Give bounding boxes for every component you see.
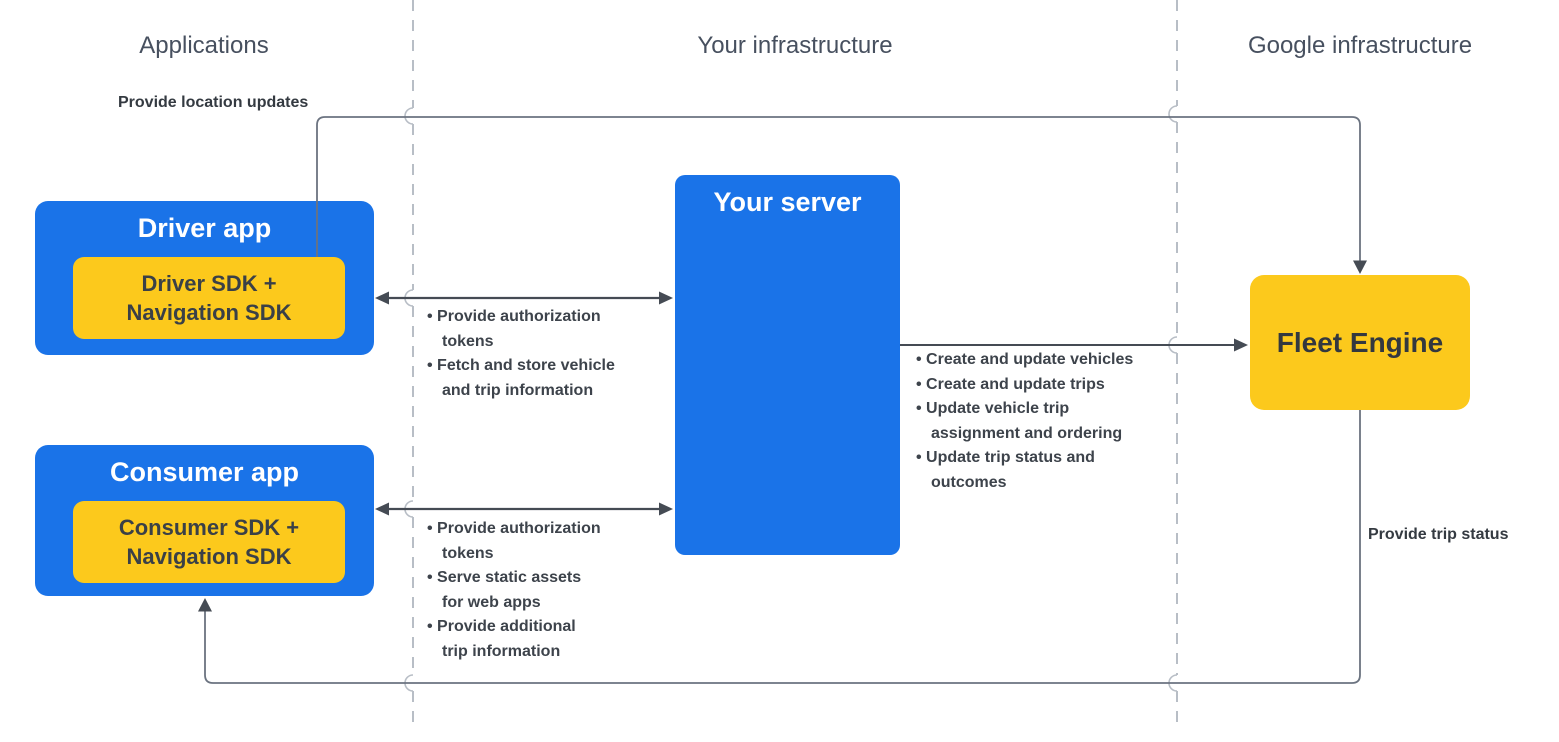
list-driver-server: Provide authorization tokens Fetch and s… xyxy=(427,305,657,403)
lane-divider-left xyxy=(404,0,414,724)
consumer-sdk-box: Consumer SDK + Navigation SDK xyxy=(73,501,345,583)
list-item: Provide authorization tokens xyxy=(427,305,657,354)
driver-app-title: Driver app xyxy=(137,213,272,243)
list-item: Provide authorization tokens xyxy=(427,517,657,566)
list-item: Fetch and store vehicle and trip informa… xyxy=(427,354,657,403)
arrow-consumer-server xyxy=(375,502,673,516)
node-consumer-app: Consumer app Consumer SDK + Navigation S… xyxy=(35,445,374,596)
node-fleet-engine: Fleet Engine xyxy=(1250,275,1470,410)
label-provide-trip-status: Provide trip status xyxy=(1368,526,1509,543)
lane-header-applications: Applications xyxy=(139,32,269,59)
consumer-app-title: Consumer app xyxy=(109,457,300,487)
arrow-driver-server xyxy=(375,291,673,305)
list-item: Update vehicle trip assignment and order… xyxy=(916,397,1181,446)
list-item: Create and update vehicles xyxy=(916,348,1181,373)
list-consumer-server: Provide authorization tokens Serve stati… xyxy=(427,517,657,664)
list-item: Serve static assets for web apps xyxy=(427,566,657,615)
list-item: Provide additional trip information xyxy=(427,615,657,664)
lane-header-google-infrastructure: Google infrastructure xyxy=(1247,32,1473,59)
node-driver-app: Driver app Driver SDK + Navigation SDK xyxy=(35,201,374,355)
label-provide-location-updates: Provide location updates xyxy=(118,94,309,111)
list-item: Update trip status and outcomes xyxy=(916,446,1181,495)
node-your-server: Your server xyxy=(675,175,900,555)
your-server-title: Your server xyxy=(713,187,862,217)
list-server-fleet: Create and update vehicles Create and up… xyxy=(916,348,1181,495)
driver-sdk-box: Driver SDK + Navigation SDK xyxy=(73,257,345,339)
list-item: Create and update trips xyxy=(916,373,1181,398)
lane-header-your-infrastructure: Your infrastructure xyxy=(697,32,893,59)
fleet-engine-title: Fleet Engine xyxy=(1276,326,1444,358)
